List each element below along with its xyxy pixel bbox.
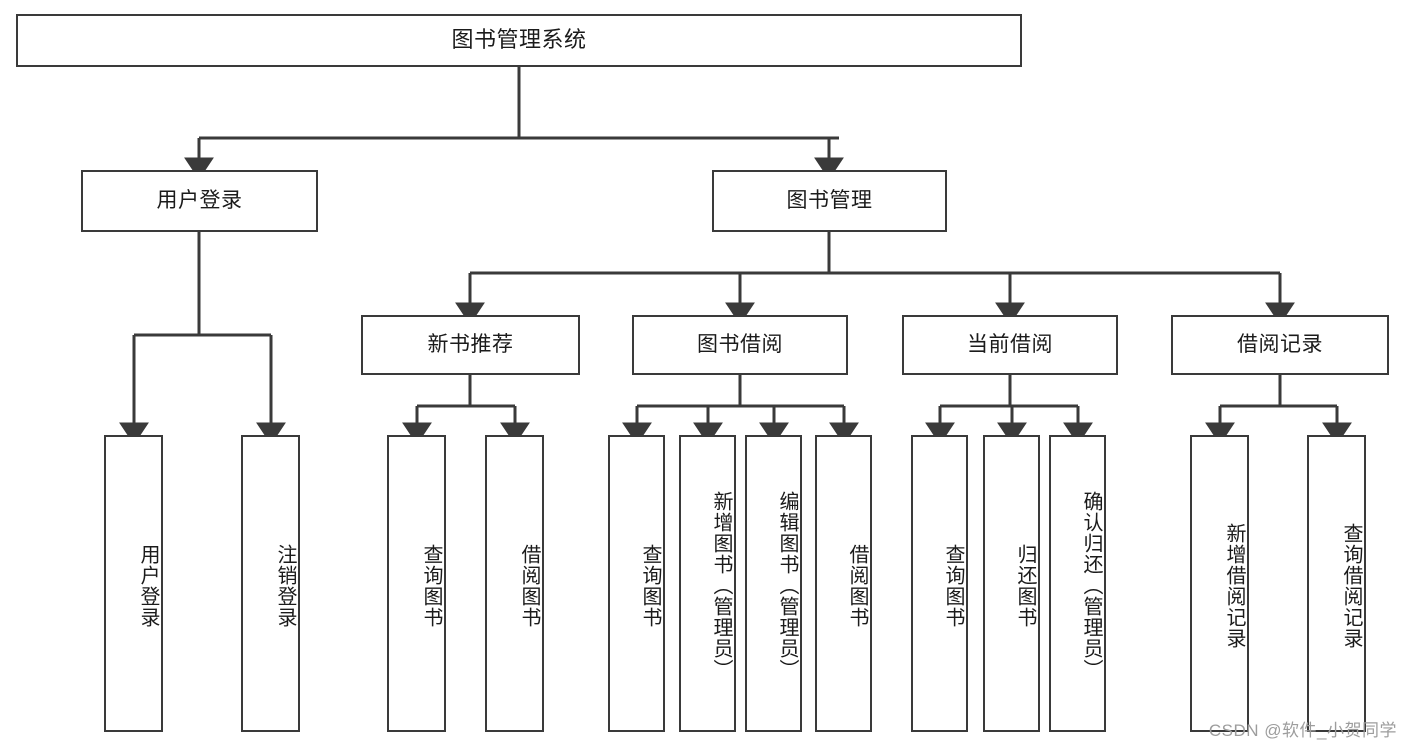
watermark-text: CSDN @软件_小贺同学 bbox=[1208, 721, 1397, 740]
leaf-label: 查询图书 bbox=[420, 543, 442, 628]
node-leaf-query-book-3[interactable]: 查询图书 bbox=[911, 435, 968, 732]
leaf-label: 注销登录 bbox=[274, 543, 296, 628]
leaf-label: 借阅图书 bbox=[518, 543, 540, 628]
node-root-system[interactable]: 图书管理系统 bbox=[16, 14, 1022, 67]
leaf-label: 编辑图书（管理员） bbox=[776, 491, 798, 680]
node-borrow-record[interactable]: 借阅记录 bbox=[1171, 315, 1389, 375]
leaf-label: 确认归还（管理员） bbox=[1080, 491, 1102, 680]
node-leaf-confirm-return[interactable]: 确认归还（管理员） bbox=[1049, 435, 1106, 732]
node-book-borrow[interactable]: 图书借阅 bbox=[632, 315, 848, 375]
leaf-label: 归还图书 bbox=[1014, 543, 1036, 628]
leaf-label: 用户登录 bbox=[137, 543, 159, 628]
node-leaf-add-record[interactable]: 新增借阅记录 bbox=[1190, 435, 1249, 732]
node-user-login[interactable]: 用户登录 bbox=[81, 170, 318, 232]
node-leaf-add-book[interactable]: 新增图书（管理员） bbox=[679, 435, 736, 732]
node-new-book-recommend[interactable]: 新书推荐 bbox=[361, 315, 580, 375]
node-leaf-borrow-book-2[interactable]: 借阅图书 bbox=[815, 435, 872, 732]
node-leaf-return-book[interactable]: 归还图书 bbox=[983, 435, 1040, 732]
leaf-label: 查询借阅记录 bbox=[1340, 522, 1362, 649]
leaf-label: 借阅图书 bbox=[846, 543, 868, 628]
node-leaf-query-record[interactable]: 查询借阅记录 bbox=[1307, 435, 1366, 732]
node-leaf-query-book-2[interactable]: 查询图书 bbox=[608, 435, 665, 732]
node-leaf-query-book-1[interactable]: 查询图书 bbox=[387, 435, 446, 732]
leaf-label: 新增图书（管理员） bbox=[710, 491, 732, 680]
node-book-manage[interactable]: 图书管理 bbox=[712, 170, 947, 232]
node-leaf-borrow-book-1[interactable]: 借阅图书 bbox=[485, 435, 544, 732]
leaf-label: 新增借阅记录 bbox=[1223, 522, 1245, 649]
leaf-label: 查询图书 bbox=[942, 543, 964, 628]
node-leaf-logout-login[interactable]: 注销登录 bbox=[241, 435, 300, 732]
node-leaf-user-login[interactable]: 用户登录 bbox=[104, 435, 163, 732]
leaf-label: 查询图书 bbox=[639, 543, 661, 628]
node-leaf-edit-book[interactable]: 编辑图书（管理员） bbox=[745, 435, 802, 732]
node-current-borrow[interactable]: 当前借阅 bbox=[902, 315, 1118, 375]
